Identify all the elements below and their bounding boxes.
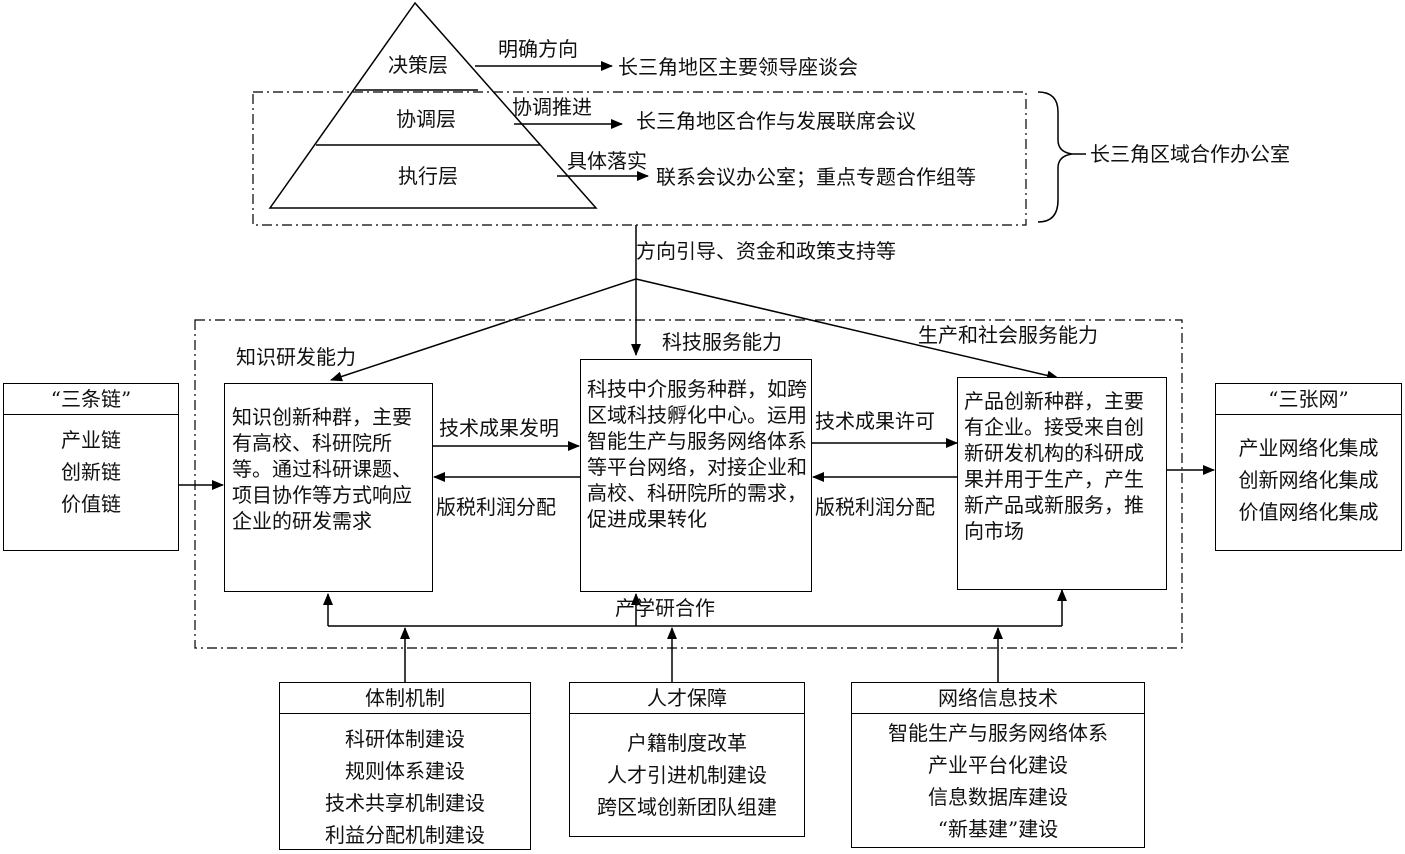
institution-item: 规则体系建设 bbox=[345, 759, 465, 783]
talent-item: 跨区域创新团队组建 bbox=[597, 795, 777, 819]
product-box: 产品创新种群，主要有企业。接受来自创新研发机构的科研成果并用于生产，产生新产品或… bbox=[957, 377, 1167, 590]
network-tech-item: 信息数据库建设 bbox=[928, 785, 1068, 809]
label-tech-invention: 技术成果发明 bbox=[439, 416, 559, 440]
institution-box: 体制机制 科研体制建设 规则体系建设 技术共享机制建设 利益分配机制建设 bbox=[279, 682, 531, 850]
label-cooperation: 产学研合作 bbox=[615, 596, 715, 620]
knowledge-box-text: 知识创新种群，主要有高校、科研院所等。通过科研课题、项目协作等方式响应企业的研发… bbox=[232, 405, 412, 533]
tech-service-box: 科技中介服务种群，如跨区域科技孵化中心。运用智能生产与服务网络体系等平台网络，对… bbox=[580, 359, 812, 592]
target-leaders-meeting: 长三角地区主要领导座谈会 bbox=[618, 55, 858, 79]
label-royalty-left: 版税利润分配 bbox=[436, 495, 556, 519]
network-tech-title: 网络信息技术 bbox=[852, 683, 1144, 714]
talent-box: 人才保障 户籍制度改革 人才引进机制建设 跨区域创新团队组建 bbox=[569, 682, 805, 837]
middle-dashed-region bbox=[194, 319, 1183, 649]
level-execution: 执行层 bbox=[398, 164, 458, 188]
level-coordination: 协调层 bbox=[396, 107, 456, 131]
target-joint-conference: 长三角地区合作与发展联席会议 bbox=[636, 109, 916, 133]
institution-title: 体制机制 bbox=[280, 683, 530, 714]
institution-item: 科研体制建设 bbox=[345, 727, 465, 751]
chain-item-value: 价值链 bbox=[61, 492, 121, 516]
level-decision: 决策层 bbox=[388, 53, 448, 77]
knowledge-box: 知识创新种群，主要有高校、科研院所等。通过科研课题、项目协作等方式响应企业的研发… bbox=[224, 383, 433, 592]
office-label: 长三角区域合作办公室 bbox=[1090, 142, 1290, 166]
label-coordinate: 协调推进 bbox=[512, 95, 592, 119]
tech-service-box-text: 科技中介服务种群，如跨区域科技孵化中心。运用智能生产与服务网络体系等平台网络，对… bbox=[587, 377, 807, 531]
office-brace bbox=[1037, 91, 1073, 223]
network-tech-item: “新基建”建设 bbox=[937, 817, 1059, 841]
net-item-industry: 产业网络化集成 bbox=[1238, 436, 1379, 460]
net-item-value: 价值网络化集成 bbox=[1238, 500, 1379, 524]
talent-item: 人才引进机制建设 bbox=[607, 763, 767, 787]
network-tech-box: 网络信息技术 智能生产与服务网络体系 产业平台化建设 信息数据库建设 “新基建”… bbox=[851, 682, 1145, 848]
network-tech-item: 产业平台化建设 bbox=[928, 753, 1068, 777]
target-office-groups: 联系会议办公室；重点专题合作组等 bbox=[656, 165, 976, 189]
talent-item: 户籍制度改革 bbox=[627, 731, 747, 755]
capability-knowledge: 知识研发能力 bbox=[236, 345, 356, 369]
three-nets-title: “三张网” bbox=[1216, 384, 1401, 415]
product-box-text: 产品创新种群，主要有企业。接受来自创新研发机构的科研成果并用于生产，产生新产品或… bbox=[964, 389, 1144, 543]
three-chains-title: “三条链” bbox=[4, 384, 178, 415]
chain-item-industry: 产业链 bbox=[61, 428, 121, 452]
chain-item-innovation: 创新链 bbox=[61, 460, 121, 484]
label-implement: 具体落实 bbox=[567, 149, 647, 173]
label-royalty-right: 版税利润分配 bbox=[815, 495, 935, 519]
label-tech-license: 技术成果许可 bbox=[815, 409, 935, 433]
top-dashed-region bbox=[252, 91, 1027, 226]
capability-production: 生产和社会服务能力 bbox=[918, 323, 1098, 347]
net-item-innovation: 创新网络化集成 bbox=[1238, 468, 1379, 492]
pyramid-shape bbox=[268, 1, 598, 209]
arrow-support-left bbox=[330, 278, 637, 382]
three-chains-box: “三条链” 产业链 创新链 价值链 bbox=[3, 383, 179, 551]
arrow-support-right bbox=[635, 278, 1059, 381]
three-nets-box: “三张网” 产业网络化集成 创新网络化集成 价值网络化集成 bbox=[1215, 383, 1402, 551]
institution-item: 利益分配机制建设 bbox=[325, 823, 485, 847]
institution-item: 技术共享机制建设 bbox=[325, 791, 485, 815]
support-label: 方向引导、资金和政策支持等 bbox=[636, 239, 896, 263]
network-tech-item: 智能生产与服务网络体系 bbox=[888, 721, 1108, 745]
talent-title: 人才保障 bbox=[570, 683, 804, 714]
capability-tech-service: 科技服务能力 bbox=[662, 330, 782, 354]
label-clear-direction: 明确方向 bbox=[498, 37, 578, 61]
